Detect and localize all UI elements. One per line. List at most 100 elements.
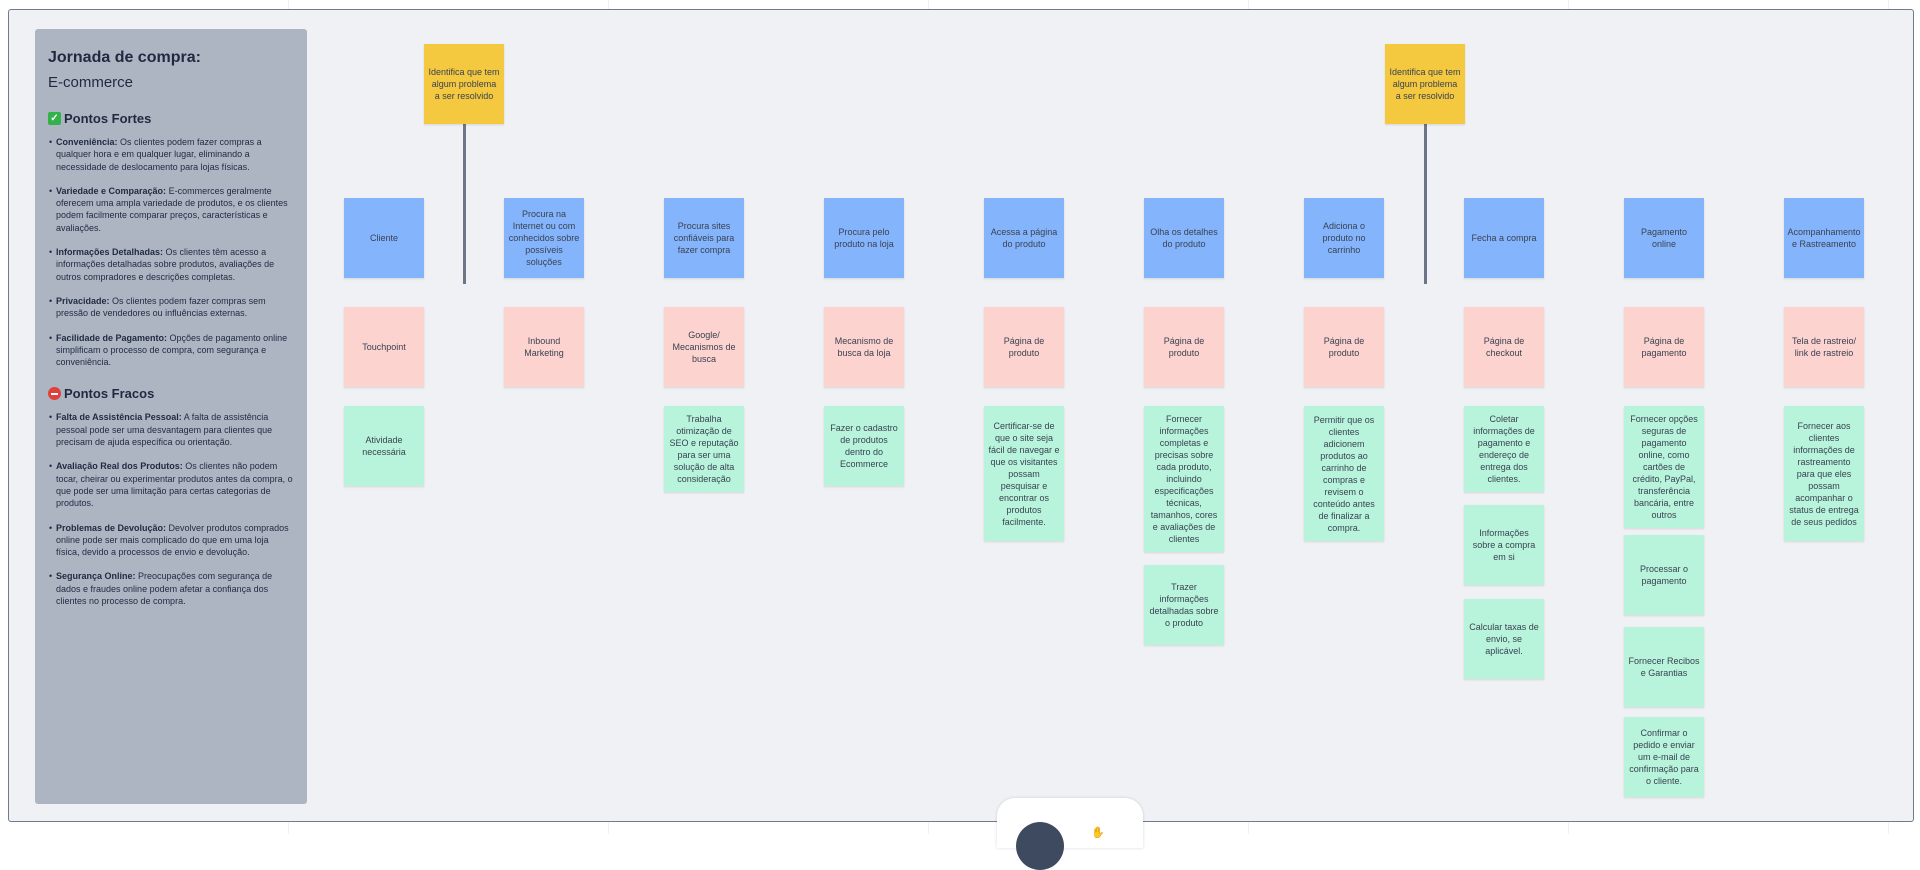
item-text: Os clientes não podem tocar, cheirar ou … [56, 461, 293, 509]
strengths-heading: ✓ Pontos Fortes [48, 111, 294, 126]
touchpoint-sticky-note[interactable]: Mecanismo de busca da loja [824, 307, 904, 387]
touchpoint-sticky-note-text: Página de produto [1323, 336, 1365, 358]
item-text: Devolver produtos comprados online pode … [56, 522, 289, 558]
sidebar-panel: Jornada de compra: E-commerce ✓ Pontos F… [35, 29, 307, 804]
touchpoint-sticky-note[interactable]: Google/ Mecanismos de busca [664, 307, 744, 387]
action-sticky-note-text: Coletar informações de pagamento e ender… [1473, 414, 1535, 484]
action-sticky-note-text: Informações sobre a compra em si [1472, 528, 1536, 562]
action-sticky-note[interactable]: Certificar-se de que o site seja fácil d… [984, 406, 1064, 541]
stage-sticky-note-text: Procura pelo produto na loja [834, 227, 894, 249]
action-sticky-note[interactable]: Fazer o cadastro de produtos dentro do E… [824, 406, 904, 486]
action-sticky-note[interactable]: Permitir que os clientes adicionem produ… [1304, 406, 1384, 541]
touchpoint-sticky-note-text: Touchpoint [362, 342, 406, 352]
no-entry-icon [48, 387, 61, 401]
stage-sticky-note[interactable]: Olha os detalhes do produto [1144, 198, 1224, 278]
sidebar-list-item: Variedade e Comparação: E-commerces gera… [49, 185, 294, 234]
sidebar-list-item: Facilidade de Pagamento: Opções de pagam… [49, 332, 294, 369]
action-sticky-note[interactable]: Informações sobre a compra em si [1464, 505, 1544, 585]
touchpoint-sticky-note-text: Página de produto [1163, 336, 1205, 358]
touchpoint-sticky-note[interactable]: Inbound Marketing [504, 307, 584, 387]
touchpoint-sticky-note-text: Página de produto [1003, 336, 1045, 358]
action-sticky-note-text: Confirmar o pedido e enviar um e-mail de… [1629, 728, 1699, 786]
touchpoint-sticky-note-text: Página de pagamento [1641, 336, 1687, 358]
stage-sticky-note[interactable]: Pagamento online [1624, 198, 1704, 278]
action-sticky-note[interactable]: Atividade necessária [344, 406, 424, 486]
stage-sticky-note[interactable]: Acessa a página do produto [984, 198, 1064, 278]
touchpoint-sticky-note-text: Google/ Mecanismos de busca [672, 330, 736, 364]
action-sticky-note[interactable]: Fornecer Recibos e Garantias [1624, 627, 1704, 707]
touchpoint-sticky-note-text: Página de checkout [1483, 336, 1525, 358]
weaknesses-list: Falta de Assistência Pessoal: A falta de… [48, 411, 294, 607]
sidebar-list-item: Problemas de Devolução: Devolver produto… [49, 522, 294, 559]
stage-sticky-note[interactable]: Fecha a compra [1464, 198, 1544, 278]
action-sticky-note-text: Fornecer informações completas e precisa… [1150, 414, 1218, 544]
action-sticky-note-text: Fornecer Recibos e Garantias [1628, 656, 1700, 678]
touchpoint-sticky-note[interactable]: Página de checkout [1464, 307, 1544, 387]
action-sticky-note-text: Permitir que os clientes adicionem produ… [1313, 414, 1375, 533]
canvas-frame[interactable] [8, 9, 1914, 822]
stage-sticky-note[interactable]: Adiciona o produto no carrinho [1304, 198, 1384, 278]
item-text: Opções de pagamento online simplificam o… [56, 332, 288, 368]
stage-sticky-note-text: Adiciona o produto no carrinho [1322, 221, 1366, 255]
action-sticky-note[interactable]: Confirmar o pedido e enviar um e-mail de… [1624, 717, 1704, 797]
avatar[interactable] [1016, 822, 1064, 870]
item-text: Os clientes têm acesso a informações det… [56, 247, 275, 282]
action-sticky-note[interactable]: Fornecer opções seguras de pagamento onl… [1624, 406, 1704, 528]
strengths-heading-label: Pontos Fortes [64, 111, 152, 126]
action-sticky-note[interactable]: Processar o pagamento [1624, 535, 1704, 615]
item-text: Preocupações com segurança de dados e fr… [56, 571, 273, 607]
weaknesses-heading: Pontos Fracos [48, 386, 294, 401]
sidebar-list-item: Conveniência: Os clientes podem fazer co… [49, 136, 294, 173]
item-text: Os clientes podem fazer compras sem pres… [56, 295, 266, 319]
touchpoint-sticky-note[interactable]: Página de produto [1144, 307, 1224, 387]
stage-sticky-note-text: Olha os detalhes do produto [1150, 227, 1218, 249]
stage-sticky-note-text: Procura sites confiáveis para fazer comp… [673, 221, 735, 255]
hand-icon[interactable]: ✋ [1091, 827, 1105, 839]
sidebar-list-item: Segurança Online: Preocupações com segur… [49, 570, 294, 607]
touchpoint-sticky-note[interactable]: Touchpoint [344, 307, 424, 387]
action-sticky-note[interactable]: Fornecer informações completas e precisa… [1144, 406, 1224, 552]
action-sticky-note-text: Fornecer aos clientes informações de ras… [1789, 420, 1859, 527]
stage-sticky-note-text: Cliente [369, 233, 398, 243]
item-heading: Avaliação Real dos Produtos: [56, 461, 183, 472]
stage-sticky-note-text: Pagamento online [1640, 227, 1688, 249]
touchpoint-sticky-note[interactable]: Página de produto [984, 307, 1064, 387]
stage-sticky-note[interactable]: Procura na Internet ou com conhecidos so… [504, 198, 584, 278]
stage-sticky-note-text: Procura na Internet ou com conhecidos so… [508, 209, 580, 267]
item-heading: Conveniência: [56, 137, 118, 147]
touchpoint-sticky-note-text: Tela de rastreio/ link de rastreio [1791, 336, 1857, 358]
sidebar-title: Jornada de compra: [48, 49, 201, 66]
action-sticky-note-text: Atividade necessária [362, 435, 406, 457]
stage-sticky-note-text: Fecha a compra [1471, 233, 1537, 243]
action-sticky-note-text: Processar o pagamento [1639, 564, 1689, 586]
action-sticky-note[interactable]: Calcular taxas de envio, se aplicável. [1464, 599, 1544, 679]
item-heading: Falta de Assistência Pessoal: [56, 412, 182, 423]
strengths-list: Conveniência: Os clientes podem fazer co… [48, 136, 294, 368]
item-text: E-commerces geralmente oferecem uma ampl… [56, 185, 288, 233]
touchpoint-sticky-note[interactable]: Tela de rastreio/ link de rastreio [1784, 307, 1864, 387]
stage-sticky-note[interactable]: Procura sites confiáveis para fazer comp… [664, 198, 744, 278]
pin-sticky-note[interactable]: Identifica que tem algum problema a ser … [424, 44, 504, 124]
action-sticky-note[interactable]: Fornecer aos clientes informações de ras… [1784, 406, 1864, 541]
touchpoint-sticky-note[interactable]: Página de produto [1304, 307, 1384, 387]
pin-note-text: Identifica que tem algum problema a ser … [1389, 67, 1461, 101]
item-heading: Variedade e Comparação: [56, 185, 167, 196]
pin-connector [463, 122, 466, 284]
item-heading: Facilidade de Pagamento: [56, 332, 168, 343]
pin-connector [1424, 122, 1427, 284]
stage-sticky-note[interactable]: Procura pelo produto na loja [824, 198, 904, 278]
stage-sticky-note-text: Acompanhamento e Rastreamento [1787, 227, 1861, 249]
stage-sticky-note[interactable]: Cliente [344, 198, 424, 278]
pin-sticky-note[interactable]: Identifica que tem algum problema a ser … [1385, 44, 1465, 124]
sidebar-list-item: Falta de Assistência Pessoal: A falta de… [49, 411, 294, 448]
stage-sticky-note[interactable]: Acompanhamento e Rastreamento [1784, 198, 1864, 278]
item-heading: Problemas de Devolução: [56, 522, 167, 533]
action-sticky-note[interactable]: Coletar informações de pagamento e ender… [1464, 406, 1544, 492]
action-sticky-note[interactable]: Trabalha otimização de SEO e reputação p… [664, 406, 744, 492]
item-heading: Segurança Online: [56, 571, 136, 582]
stage-sticky-note-text: Acessa a página do produto [990, 227, 1058, 249]
action-sticky-note[interactable]: Trazer informações detalhadas sobre o pr… [1144, 565, 1224, 645]
bottom-toolbar: ✋ [997, 798, 1143, 870]
touchpoint-sticky-note[interactable]: Página de pagamento [1624, 307, 1704, 387]
action-sticky-note-text: Fazer o cadastro de produtos dentro do E… [830, 423, 898, 469]
